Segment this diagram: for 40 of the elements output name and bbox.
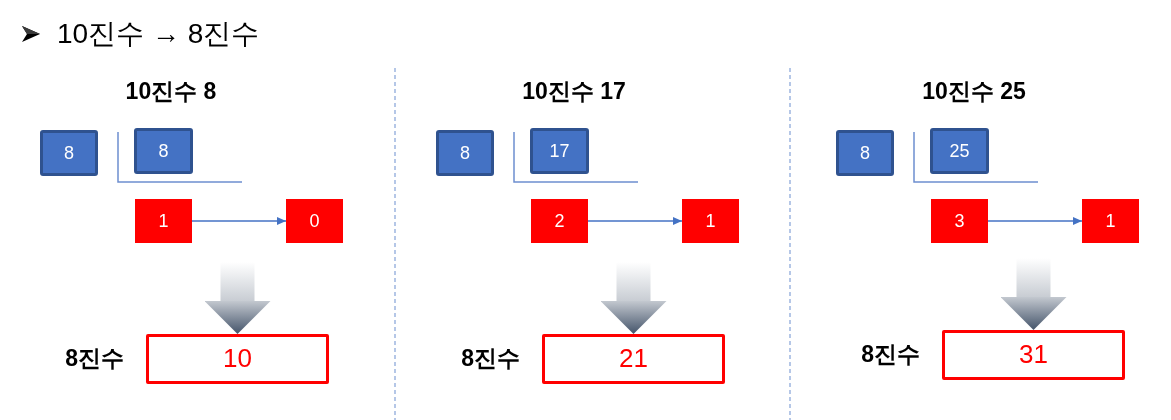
quotient-box bbox=[135, 199, 192, 243]
octal-result: 10 bbox=[223, 344, 252, 374]
title: 10진수 → 8진수 bbox=[57, 17, 260, 51]
quotient-digit: 2 bbox=[554, 210, 565, 232]
divisor-box bbox=[436, 130, 494, 176]
remainder-digit: 0 bbox=[309, 210, 320, 232]
result-box bbox=[542, 334, 725, 384]
quotient-digit: 1 bbox=[158, 210, 169, 232]
result-caption: 8진수 bbox=[65, 345, 124, 373]
remainder-box bbox=[286, 199, 343, 243]
divisor-value: 8 bbox=[64, 142, 74, 164]
octal-result: 21 bbox=[619, 344, 648, 374]
dividend-box bbox=[530, 128, 589, 174]
quotient-digit: 3 bbox=[954, 210, 965, 232]
quotient-box bbox=[531, 199, 588, 243]
panel-heading: 10진수 17 bbox=[522, 78, 626, 106]
remainder-digit: 1 bbox=[1105, 210, 1116, 232]
quotient-box bbox=[931, 199, 988, 243]
dividend-value: 8 bbox=[158, 140, 169, 162]
remainder-digit: 1 bbox=[705, 210, 716, 232]
remainder-box bbox=[682, 199, 739, 243]
result-caption: 8진수 bbox=[461, 345, 520, 373]
dividend-box bbox=[134, 128, 193, 174]
dividend-box bbox=[930, 128, 989, 174]
arrow bbox=[987, 217, 1083, 225]
divisor-value: 8 bbox=[460, 142, 470, 164]
dividend-value: 17 bbox=[549, 140, 570, 162]
panel-heading: 10진수 8 bbox=[125, 78, 217, 106]
divisor-value: 8 bbox=[860, 142, 870, 164]
result-caption: 8진수 bbox=[861, 341, 920, 369]
arrow bbox=[587, 217, 683, 225]
divisor-box bbox=[40, 130, 98, 176]
result-box bbox=[146, 334, 329, 384]
result-box bbox=[942, 330, 1125, 380]
remainder-box bbox=[1082, 199, 1139, 243]
dividend-value: 25 bbox=[949, 140, 970, 162]
panel-heading: 10진수 25 bbox=[922, 78, 1026, 106]
arrow bbox=[191, 217, 287, 225]
divisor-box bbox=[836, 130, 894, 176]
octal-result: 31 bbox=[1019, 340, 1048, 370]
